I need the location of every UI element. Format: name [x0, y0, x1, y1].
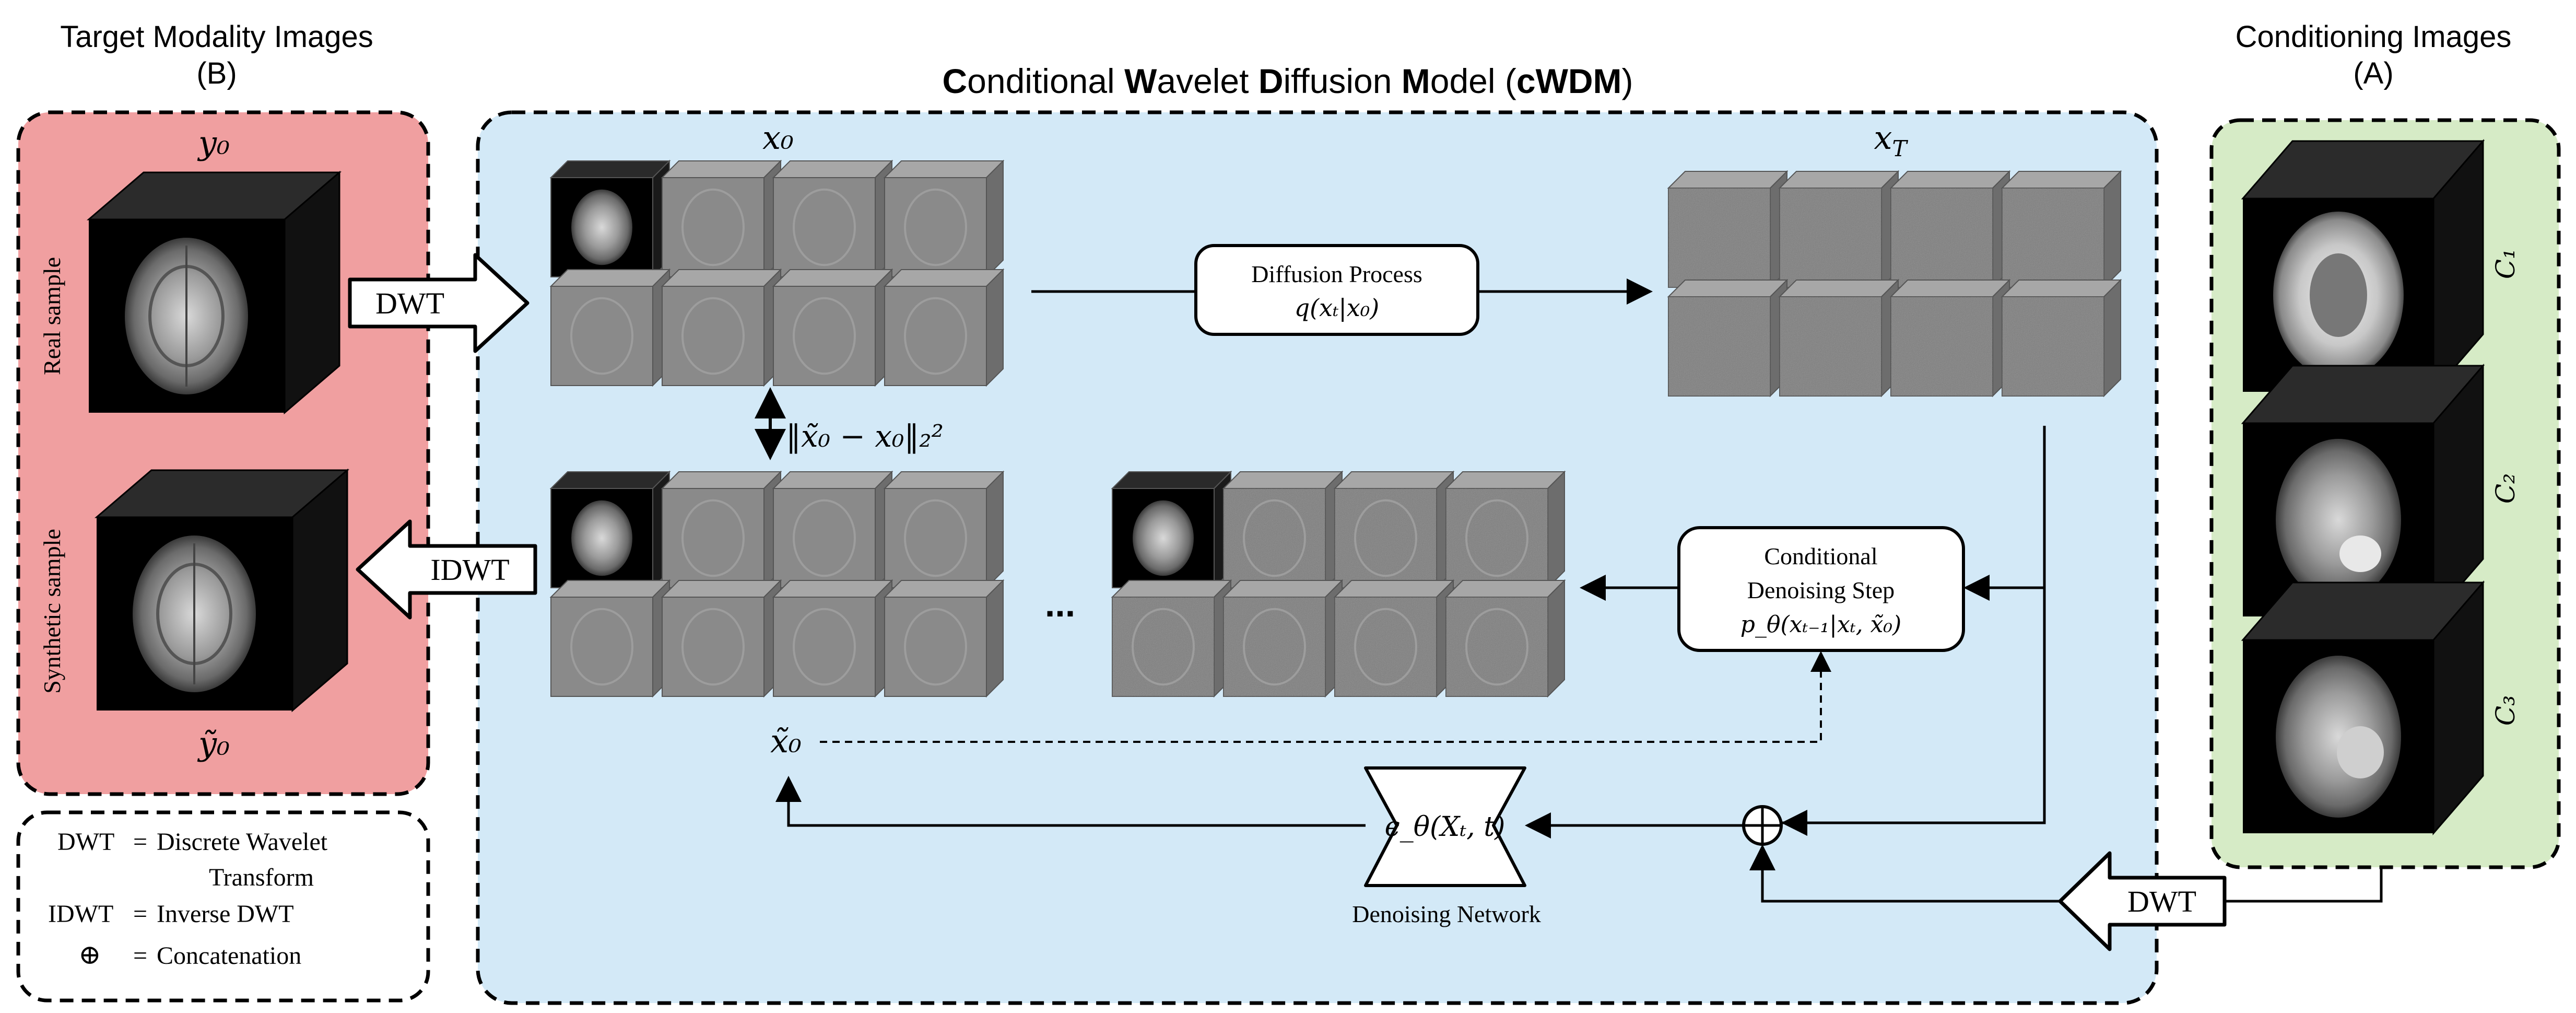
legend-dwt-value-line1: Discrete Wavelet: [157, 828, 328, 856]
legend-concat-eq: =: [133, 942, 147, 970]
target-heading-line2: (B): [196, 56, 237, 90]
arrow-network-to-x0-tilde: [775, 776, 1366, 827]
legend-item-dwt: DWT = Discrete Wavelet Transform: [57, 828, 328, 891]
legend-box: [16, 810, 430, 1003]
x0-tilde-grid-cube-0-0: [549, 470, 671, 589]
legend-concat-key: ⊕: [78, 940, 101, 970]
conditioning-heading-line2: (A): [2353, 56, 2393, 90]
xt-intermediate-grid-cube-0-0: [1111, 470, 1232, 589]
x0-tilde-grid-cube-1-3: [883, 579, 1005, 698]
x0-grid-cube-0-2: [772, 159, 893, 278]
xT-grid-cube-0-3: [2001, 170, 2122, 289]
real-sample-label: Real sample: [39, 257, 65, 375]
x0-grid-cube-0-0: [549, 159, 671, 278]
legend-item-concat: ⊕ = Concatenation: [78, 940, 301, 970]
xT-grid-cube-1-1: [1778, 278, 1900, 398]
x0-grid-cube-1-0: [549, 268, 671, 387]
cube-grids: [549, 159, 2122, 698]
legend-idwt-value: Inverse DWT: [157, 900, 294, 928]
x0-grid-cube-1-1: [661, 268, 782, 387]
legend-dwt-key: DWT: [57, 828, 114, 856]
idwt-arrow: IDWT: [356, 519, 537, 620]
conditioning-heading-line1: Conditioning Images: [2236, 20, 2512, 54]
conditioning-cube-c1: [2241, 138, 2485, 394]
concat-node: [1742, 805, 1783, 846]
denoising-step-line2: Denoising Step: [1747, 577, 1895, 603]
diffusion-process-box: Diffusion Process q(xₜ|x₀): [1194, 244, 1479, 336]
xt-intermediate-grid-cube-0-1: [1222, 470, 1344, 589]
diffusion-process-line2: q(xₜ|x₀): [1295, 294, 1380, 322]
target-heading-line1: Target Modality Images: [60, 20, 373, 54]
xT-grid-cube-1-2: [1889, 278, 2011, 398]
x0-grid-cube-0-3: [883, 159, 1005, 278]
x0-tilde-label: x̃₀: [770, 722, 802, 760]
idwt-label: IDWT: [430, 553, 509, 587]
diffusion-process-line1: Diffusion Process: [1251, 261, 1422, 287]
denoising-network: ϵ_θ(Xₜ, t): [1364, 766, 1526, 887]
xt-intermediate-grid-cube-1-1: [1222, 579, 1344, 698]
network-label: Denoising Network: [1352, 901, 1541, 927]
xT-grid-cube-1-0: [1667, 278, 1789, 398]
xT-label: xT: [1874, 119, 1909, 161]
real-sample-cube: [86, 170, 342, 415]
arrow-dwt-to-concat: [1749, 844, 2060, 903]
xT-grid-cube-0-0: [1667, 170, 1789, 289]
xt-intermediate-grid-cube-0-3: [1444, 470, 1566, 589]
diagram-title: Conditional Wavelet Diffusion Model (cWD…: [942, 62, 1633, 100]
legend-item-idwt: IDWT = Inverse DWT: [48, 900, 294, 928]
y0-label: y₀: [197, 124, 230, 162]
xT-grid-cube-0-1: [1778, 170, 1900, 289]
conditioning-label-c2: C₂: [2490, 473, 2521, 504]
ellipsis: ...: [1045, 584, 1075, 624]
x0-tilde-grid-cube-1-2: [772, 579, 893, 698]
legend-idwt-eq: =: [133, 900, 147, 928]
conditioning-label-c1: C₁: [2490, 249, 2521, 279]
x0-grid-cube-1-2: [772, 268, 893, 387]
synthetic-sample-cube: [94, 468, 350, 713]
xT-grid-cube-0-2: [1889, 170, 2011, 289]
x0-tilde-grid-cube-0-3: [883, 470, 1005, 589]
conditioning-cube-c3: [2241, 580, 2485, 836]
synthetic-sample-label: Synthetic sample: [39, 529, 65, 694]
xt-intermediate-grid-cube-1-0: [1111, 579, 1232, 698]
x0-tilde-grid-cube-1-1: [661, 579, 782, 698]
y0-tilde-label: ỹ₀: [197, 725, 230, 763]
legend-concat-value: Concatenation: [157, 942, 301, 970]
dwt-top-arrow: DWT: [348, 253, 530, 353]
denoising-step-box: Conditional Denoising Step p_θ(xₜ₋₁|xₜ, …: [1677, 526, 1965, 652]
legend-idwt-key: IDWT: [48, 900, 113, 928]
network-formula: ϵ_θ(Xₜ, t): [1385, 811, 1505, 843]
xt-intermediate-grid-cube-0-2: [1333, 470, 1455, 589]
denoising-step-line1: Conditional: [1764, 543, 1877, 569]
dwt-bottom-arrow: DWT: [2058, 851, 2227, 951]
xt-intermediate-grid-cube-1-3: [1444, 579, 1566, 698]
dwt-bottom-label: DWT: [2127, 884, 2196, 918]
legend-dwt-eq: =: [133, 828, 147, 856]
x0-tilde-grid-cube-1-0: [549, 579, 671, 698]
dwt-top-label: DWT: [375, 286, 444, 320]
legend-dwt-value-line2: Transform: [209, 864, 314, 891]
x0-grid-cube-0-1: [661, 159, 782, 278]
conditioning-label-c3: C₃: [2490, 695, 2521, 726]
conditioning-to-dwt-line: [2225, 867, 2383, 903]
x0-label: x₀: [762, 119, 794, 157]
loss-label: ‖x̃₀ − x₀‖₂²: [786, 418, 944, 454]
x0-tilde-grid-cube-0-2: [772, 470, 893, 589]
denoising-step-line3: p_θ(xₜ₋₁|xₜ, x̃₀): [1740, 611, 1901, 638]
xt-intermediate-grid-cube-1-2: [1333, 579, 1455, 698]
x0-tilde-grid-cube-0-1: [661, 470, 782, 589]
xT-grid-cube-1-3: [2001, 278, 2122, 398]
conditioning-cube-c2: [2241, 363, 2485, 619]
x0-grid-cube-1-3: [883, 268, 1005, 387]
